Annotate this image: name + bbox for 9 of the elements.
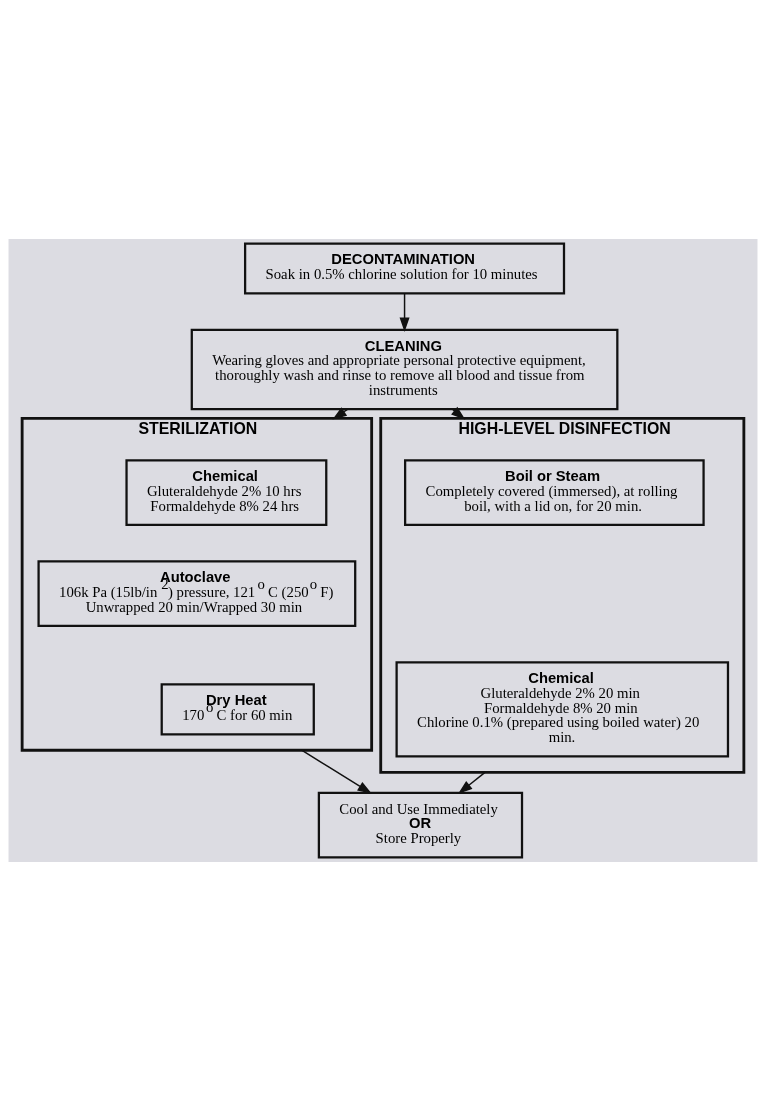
arrow	[399, 292, 410, 332]
arrow	[300, 749, 372, 794]
node-box: DECONTAMINATION Soak in 0.5% chlorine solution for 10 minutes	[244, 241, 566, 295]
node-box: Boil or Steam Completely covered (immersed), at rolling boil, with a lid on, for 20 min.	[404, 458, 705, 526]
arrow	[332, 406, 348, 420]
node-box: Chemical Gluteraldehyde 2% 10 hrs Formaldehyde 8% 24 hrs	[125, 458, 328, 526]
arrow	[458, 771, 486, 794]
node-box: Cool and Use Immediately OR Store Properly	[317, 791, 524, 859]
node-box: Chemical Gluteraldehyde 2% 20 min Formaldehyde 8% 20 min Chlorine 0.1% (prepared using boiled water) 20 min.	[395, 660, 730, 758]
